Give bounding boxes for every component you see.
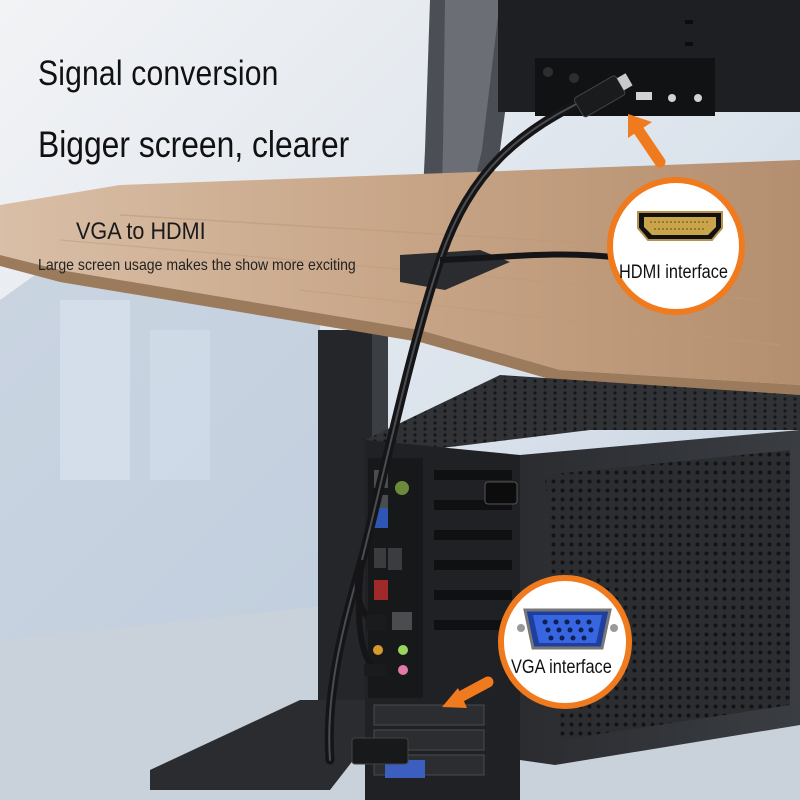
pc-vent-slot <box>434 500 512 510</box>
vga-connector-icon <box>517 608 618 650</box>
hdmi-interface-label: HDMI interface <box>619 262 728 283</box>
hdmi-port <box>374 548 386 568</box>
vga-interface-label: VGA interface <box>511 657 612 678</box>
usb-plug <box>366 615 386 631</box>
monitor-port <box>636 92 652 100</box>
monitor-port <box>694 94 702 102</box>
monitor-vent <box>685 20 693 24</box>
pc-vent-slot <box>434 620 512 630</box>
audio-port <box>398 665 408 675</box>
vga-plug <box>351 737 409 765</box>
displayport <box>388 548 402 570</box>
subheading-title: VGA to HDMI <box>76 218 206 245</box>
hdmi-plug <box>573 73 633 118</box>
monitor-vent <box>685 42 693 46</box>
pc-vent-slot <box>434 470 512 480</box>
monitor-port <box>668 94 676 102</box>
hdmi-connector-icon <box>637 211 723 241</box>
flat-cable-highlight <box>328 94 596 761</box>
hdmi-callout-bubble <box>607 177 745 315</box>
arrow-to-hdmi-icon <box>628 114 666 168</box>
monitor-port <box>569 73 579 83</box>
monitor-cable <box>439 251 621 263</box>
pc-vent-slot <box>434 560 512 570</box>
wall-window-light <box>150 330 210 480</box>
desk-edge <box>0 255 800 395</box>
pc-case-top <box>365 375 800 450</box>
subheading-caption: Large screen usage makes the show more e… <box>38 257 356 274</box>
expansion-slot <box>373 704 485 726</box>
headline-line-1: Signal conversion <box>38 54 279 93</box>
desk-foot <box>150 700 400 790</box>
audio-plug <box>364 664 386 676</box>
pc-vent-slot <box>434 590 512 600</box>
ps2-port <box>395 481 409 495</box>
pc-vent-slot <box>434 530 512 540</box>
power-socket <box>484 481 518 505</box>
usb-red-port <box>374 580 388 600</box>
wood-grain <box>299 289 781 346</box>
monitor-port <box>543 67 553 77</box>
arrow-to-vga-icon <box>442 676 494 708</box>
wood-grain <box>119 214 701 251</box>
audio-port <box>373 645 383 655</box>
ethernet-port <box>392 612 412 630</box>
headline-line-2: Bigger screen, clearer <box>38 124 350 165</box>
audio-port <box>398 645 408 655</box>
wall-window-light <box>60 300 130 480</box>
